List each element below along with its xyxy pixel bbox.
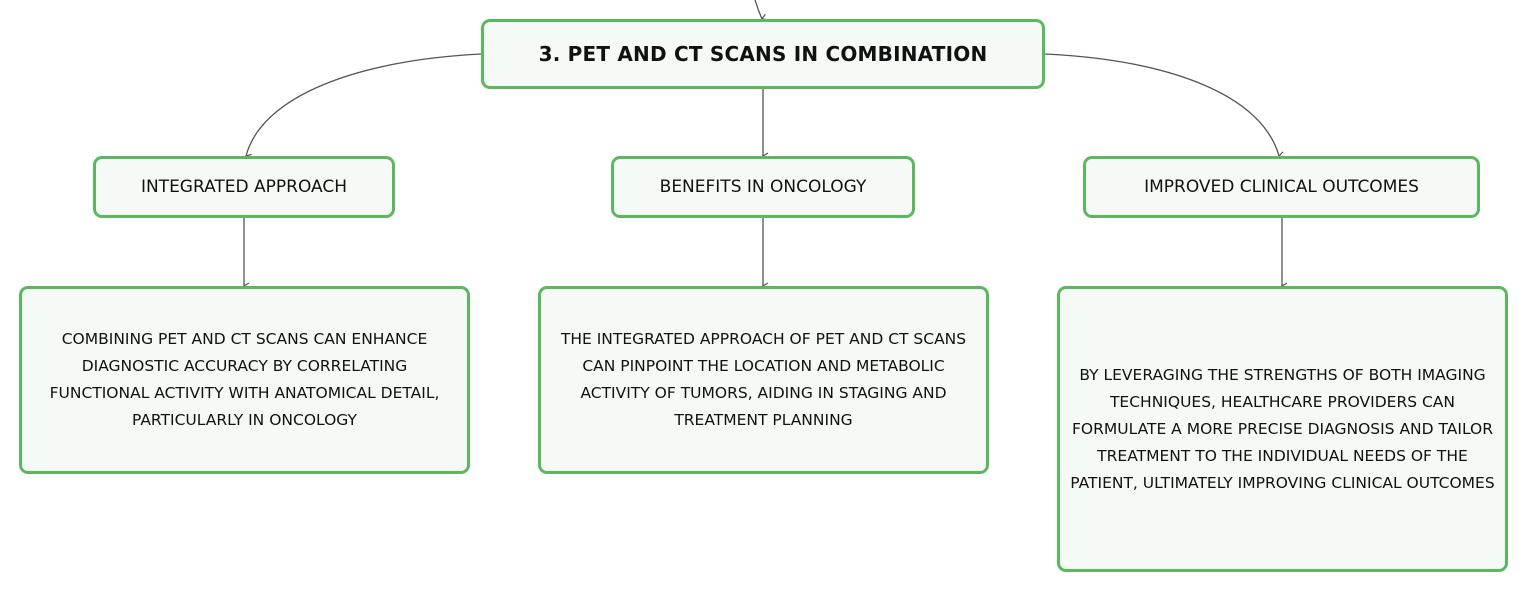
branch-label: BENEFITS IN ONCOLOGY	[659, 177, 867, 197]
branch-node-improved-clinical-outcomes[interactable]: IMPROVED CLINICAL OUTCOMES	[1083, 156, 1480, 218]
branch-node-integrated-approach[interactable]: INTEGRATED APPROACH	[93, 156, 395, 218]
root-title: 3. PET AND CT SCANS IN COMBINATION	[538, 42, 988, 66]
detail-node-improved-clinical-outcomes[interactable]: BY LEVERAGING THE STRENGTHS OF BOTH IMAG…	[1057, 286, 1508, 572]
detail-node-benefits-in-oncology[interactable]: THE INTEGRATED APPROACH OF PET AND CT SC…	[538, 286, 989, 474]
branch-label: IMPROVED CLINICAL OUTCOMES	[1144, 177, 1419, 197]
connector-from-parent	[754, 0, 768, 21]
detail-text: THE INTEGRATED APPROACH OF PET AND CT SC…	[560, 330, 967, 429]
connector-root-to-integrated-approach	[244, 53, 482, 161]
root-node[interactable]: 3. PET AND CT SCANS IN COMBINATION	[481, 19, 1045, 89]
detail-node-integrated-approach[interactable]: COMBINING PET AND CT SCANS CAN ENHANCE D…	[19, 286, 470, 474]
branch-label: INTEGRATED APPROACH	[140, 177, 348, 197]
detail-text: COMBINING PET AND CT SCANS CAN ENHANCE D…	[49, 330, 440, 429]
detail-text: BY LEVERAGING THE STRENGTHS OF BOTH IMAG…	[1070, 365, 1495, 492]
branch-node-benefits-in-oncology[interactable]: BENEFITS IN ONCOLOGY	[611, 156, 915, 218]
connector-root-to-improved-clinical-outcomes	[1044, 53, 1285, 159]
